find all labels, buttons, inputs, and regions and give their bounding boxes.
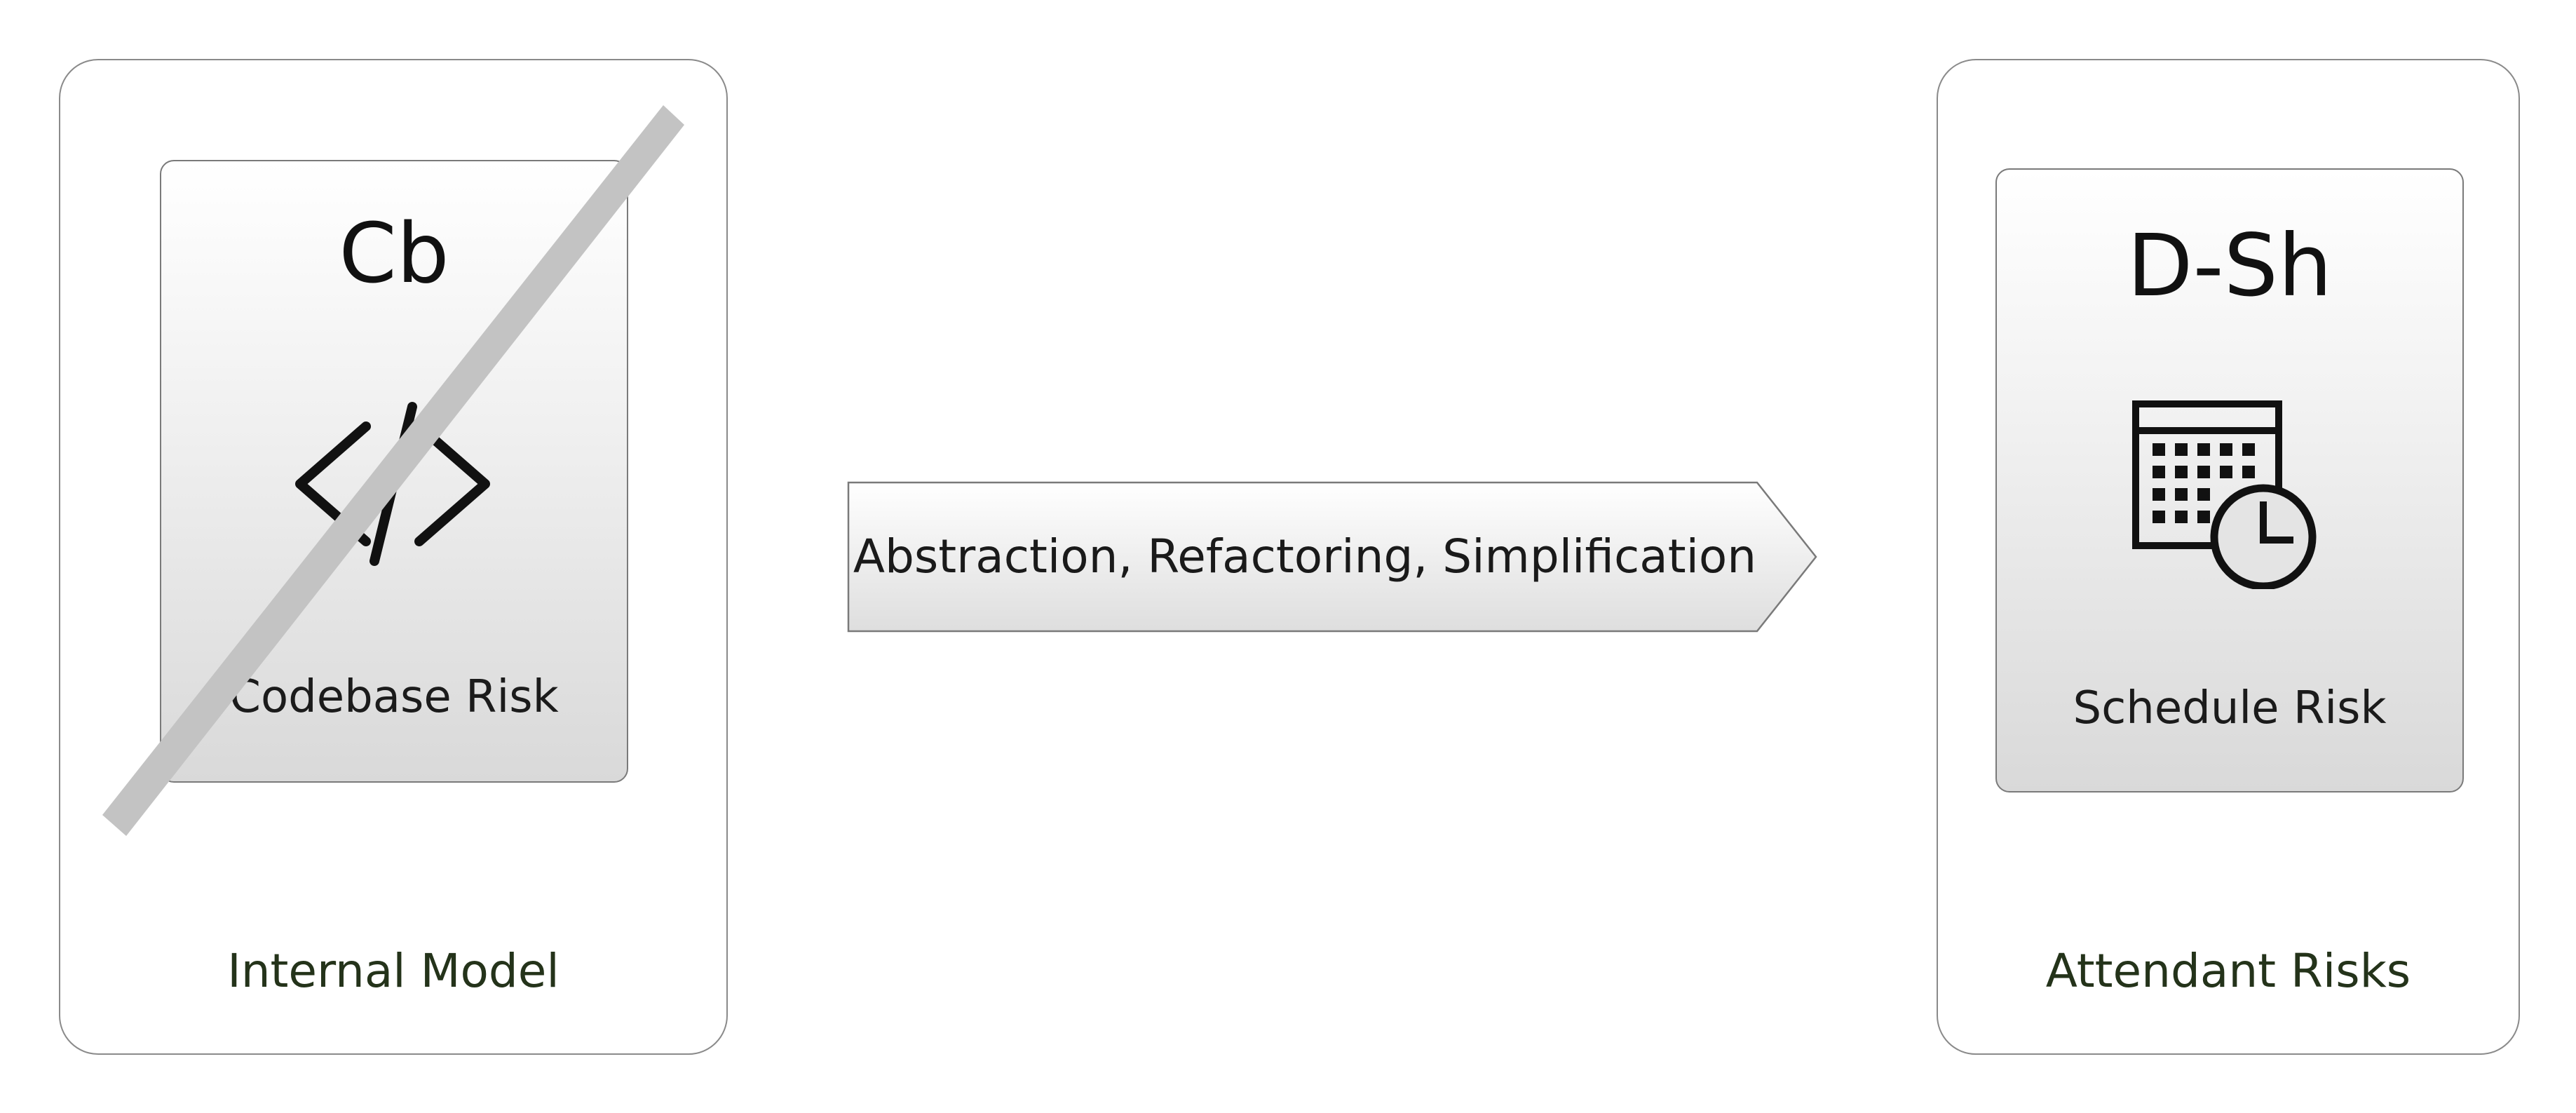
calendar-day-cell	[2153, 443, 2165, 456]
schedule-risk-code: D-Sh	[2127, 216, 2333, 316]
codebase-risk-label: Codebase Risk	[229, 671, 559, 723]
transition-arrow	[847, 481, 1817, 633]
internal-model-caption: Internal Model	[227, 944, 560, 998]
calendar-day-cell	[2197, 511, 2210, 523]
calendar-day-cell	[2197, 443, 2210, 456]
calendar-day-cell	[2175, 466, 2188, 478]
calendar-day-cell	[2197, 466, 2210, 478]
transition-label: Abstraction, Refactoring, Simplification	[853, 529, 1757, 584]
calendar-day-cell	[2175, 443, 2188, 456]
calendar-day-cell	[2175, 488, 2188, 501]
schedule-risk-label: Schedule Risk	[2073, 682, 2387, 734]
calendar-day-cell	[2242, 466, 2255, 478]
codebase-risk-code: Cb	[339, 205, 449, 302]
attendant-risks-caption: Attendant Risks	[2045, 944, 2411, 998]
calendar-day-cell	[2197, 488, 2210, 501]
calendar-clock-icon	[2132, 400, 2317, 589]
calendar-day-cell	[2220, 443, 2232, 456]
calendar-day-cell	[2153, 511, 2165, 523]
calendar-day-cell	[2153, 488, 2165, 501]
calendar-day-cell	[2242, 443, 2255, 456]
calendar-day-cell	[2153, 466, 2165, 478]
calendar-day-cell	[2175, 511, 2188, 523]
calendar-day-cell	[2220, 466, 2232, 478]
code-icon	[295, 402, 490, 566]
schedule-risk-card: D-Sh Schedule Risk	[1995, 168, 2464, 792]
